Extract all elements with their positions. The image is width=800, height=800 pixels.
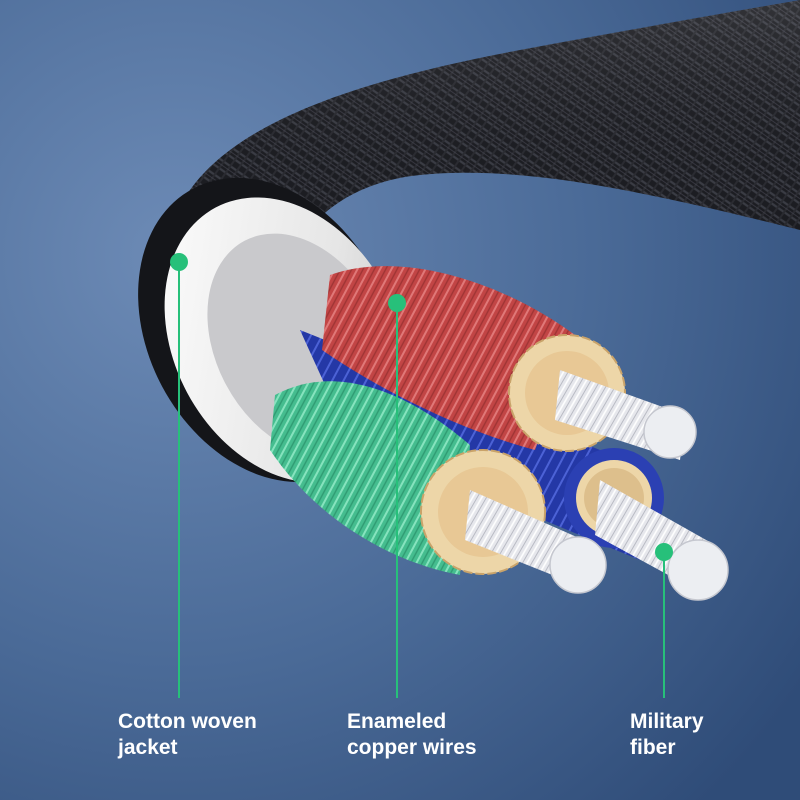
callout-label-fiber-line2: fiber [630, 736, 676, 759]
callout-label-fiber: Military fiber [630, 709, 704, 761]
callout-label-fiber-line1: Military [630, 710, 704, 733]
callout-fiber-marker [655, 543, 673, 698]
callout-jacket-marker [170, 253, 188, 698]
callout-label-copper: Enameled copper wires [347, 709, 477, 761]
green-copper-wire [270, 381, 607, 594]
red-copper-wire [322, 266, 697, 460]
callout-label-copper-line2: copper wires [347, 736, 477, 759]
fiber-bundle [595, 480, 729, 601]
callout-label-jacket-line2: jacket [118, 736, 178, 759]
callout-label-copper-line1: Enameled [347, 710, 447, 733]
callout-label-jacket-line1: Cotton woven [118, 710, 257, 733]
callout-label-jacket: Cotton woven jacket [118, 709, 257, 761]
callout-copper-marker [388, 294, 406, 698]
